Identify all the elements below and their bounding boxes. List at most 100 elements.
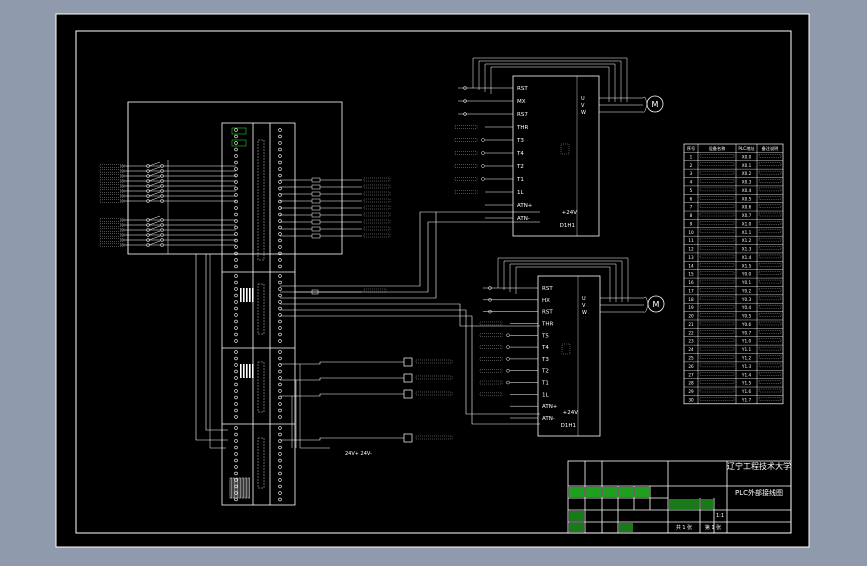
plc-terminal — [234, 280, 238, 285]
plc-terminal — [234, 154, 238, 158]
table-text-placeholder — [758, 263, 782, 267]
table-cell: 20 — [688, 314, 694, 319]
table-text-placeholder — [758, 170, 782, 175]
drive-pin-label: T4 — [516, 151, 524, 157]
drive-breaker — [488, 309, 492, 314]
table-header-cell: 备注说明 — [762, 145, 779, 152]
plc-terminal — [278, 173, 282, 178]
motor-lead — [643, 303, 649, 313]
table-cell: Y1.7 — [741, 397, 752, 402]
plc-terminal — [234, 186, 238, 191]
drive-signal-label — [454, 177, 478, 181]
plc-terminal — [278, 458, 282, 463]
input-label-box — [99, 218, 125, 222]
drive-pin-label: THR — [516, 125, 528, 131]
plc-terminal — [234, 452, 238, 456]
plc-terminal — [278, 389, 282, 393]
table-text-placeholder — [758, 246, 782, 250]
input-label-box — [99, 169, 125, 173]
plc-terminal — [278, 484, 282, 489]
plc-terminal — [234, 376, 238, 380]
plc-terminal — [234, 319, 238, 324]
plc-terminal — [234, 225, 238, 230]
table-cell: 30 — [688, 397, 694, 402]
plc-terminal — [278, 154, 282, 158]
drive-breaker — [488, 298, 492, 302]
table-cell: 23 — [688, 339, 694, 344]
input-label-box — [99, 238, 125, 242]
table-text-placeholder — [758, 397, 782, 401]
input-label-box — [99, 179, 125, 183]
plc-terminal — [234, 432, 238, 437]
table-cell: Y0.2 — [741, 288, 752, 293]
plc-terminal — [278, 319, 282, 324]
input-label-box — [99, 243, 125, 247]
output-label-box — [363, 198, 391, 203]
lamp-symbol — [403, 373, 413, 383]
input-switch — [160, 169, 164, 173]
table-cell: 3 — [690, 171, 693, 176]
plc-terminal — [278, 232, 282, 236]
input-switch-blade — [148, 161, 161, 167]
plc-marker — [232, 477, 235, 499]
plc-terminal — [234, 264, 238, 269]
output-label-box — [363, 226, 391, 231]
table-cell: 21 — [688, 322, 694, 327]
table-text-placeholder — [699, 263, 735, 267]
table-cell: Y1.4 — [741, 372, 752, 377]
table-cell: X1.3 — [742, 247, 752, 252]
table-cell: Y0.4 — [741, 305, 752, 310]
table-text-placeholder — [699, 212, 735, 217]
table-text-placeholder — [699, 279, 735, 284]
drive-body — [512, 75, 600, 237]
plc-terminal — [234, 382, 238, 387]
drive-switch — [481, 177, 485, 181]
plc-module-label — [257, 139, 265, 261]
drive-model-label: D1H1 — [560, 223, 575, 229]
table-cell: 19 — [688, 305, 694, 310]
table-frame — [683, 143, 784, 405]
table-cell: X0.5 — [742, 196, 752, 201]
input-switch-blade — [148, 235, 161, 241]
drive-switch — [481, 164, 485, 168]
table-text-placeholder — [699, 313, 735, 317]
table-text-placeholder — [699, 330, 735, 334]
drive-output-label: U — [581, 96, 585, 102]
plc-terminal — [234, 415, 238, 419]
drive-pin-label: THR — [541, 321, 553, 327]
table-cell: X0.7 — [742, 213, 752, 218]
plc-terminal — [234, 206, 238, 210]
plc-marker — [249, 288, 251, 302]
inverter-top: RSTMXRS7THRT3T4T2T11LATN+ATN-UVWM+24VD1H… — [454, 57, 664, 237]
plc-terminal — [278, 497, 282, 502]
table-text-placeholder — [699, 204, 735, 208]
plc-terminal — [234, 128, 238, 132]
table-cell: 2 — [690, 163, 693, 168]
plc-terminal — [234, 313, 238, 317]
output-label-box — [363, 233, 391, 238]
plc-terminal — [278, 251, 282, 256]
table-text-placeholder — [699, 221, 735, 225]
plc-terminal — [278, 274, 282, 278]
lamp-label-box — [415, 435, 453, 440]
drive-supply — [515, 266, 611, 302]
motor-label: M — [653, 300, 660, 309]
plc-terminal — [234, 326, 238, 330]
table-text-placeholder — [758, 330, 782, 334]
plc-terminal — [278, 160, 282, 165]
plc-terminal — [234, 219, 238, 223]
drive-tag — [560, 143, 570, 155]
plc-terminal — [278, 219, 282, 223]
drive-switch — [481, 151, 485, 155]
table-text-placeholder — [758, 212, 782, 217]
table-text-placeholder — [758, 229, 782, 233]
table-text-placeholder — [699, 187, 735, 192]
input-switch — [160, 233, 164, 237]
plc-terminal — [234, 332, 238, 337]
plc-terminal — [278, 293, 282, 298]
drive-pin-label: ATN+ — [542, 404, 558, 410]
plc-terminal — [234, 395, 238, 400]
input-switch-blade — [148, 176, 161, 182]
